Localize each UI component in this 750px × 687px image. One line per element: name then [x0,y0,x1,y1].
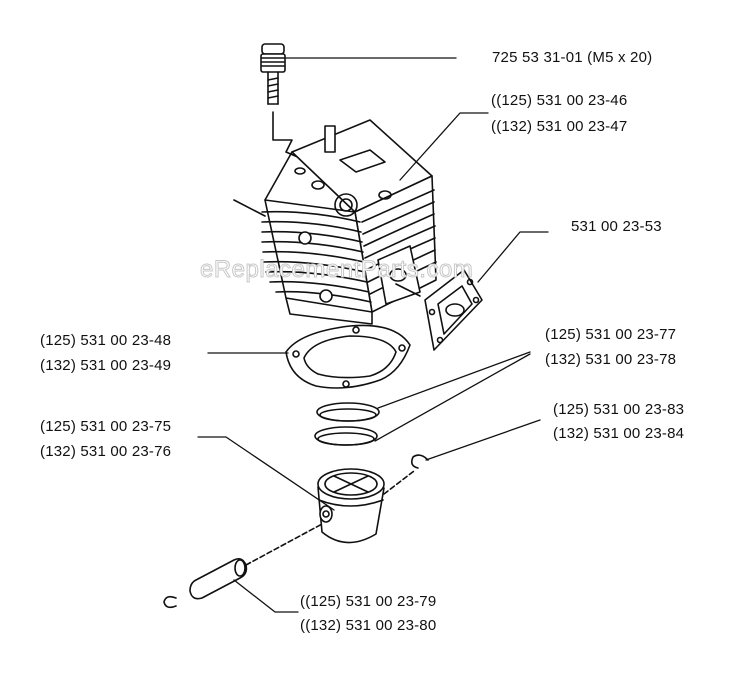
part-number-base-gasket-132: (132) 531 00 23-49 [40,357,172,374]
part-number-cylinder-132: ((132) 531 00 23-47 [491,118,628,135]
piston-illustration [317,468,415,544]
leader-ring-bottom [374,353,531,442]
part-number-cylinder-125: ((125) 531 00 23-46 [491,92,628,109]
exhaust-gasket-illustration [395,269,483,351]
leader-lines [197,57,549,613]
part-number-circlips-125: (125) 531 00 23-83 [553,401,685,418]
leader-cylinder [399,112,489,181]
part-number-rings-132: (132) 531 00 23-78 [545,351,677,368]
leader-piston [197,436,335,511]
leader-ring-top [377,351,531,409]
leader-piston-pin [233,579,299,613]
part-number-piston-125: (125) 531 00 23-75 [40,418,172,435]
part-number-pin-132: ((132) 531 00 23-80 [300,617,437,634]
piston-rings-illustration [314,402,380,446]
leader-exhaust-gasket [477,231,549,283]
part-number-screw: 725 53 31-01 (M5 x 20) [492,49,653,66]
part-number-pin-125: ((125) 531 00 23-79 [300,593,437,610]
screw-illustration [260,43,301,159]
circlip-right-illustration [411,454,429,469]
piston-pin-illustration [163,523,323,609]
part-number-exhaust-gasket: 531 00 23-53 [571,218,662,235]
leader-circlip [425,419,541,461]
cylinder-illustration [233,119,437,325]
watermark: eReplacementParts.com [199,256,474,284]
part-number-rings-125: (125) 531 00 23-77 [545,326,677,343]
part-number-base-gasket-125: (125) 531 00 23-48 [40,332,172,349]
part-number-circlips-132: (132) 531 00 23-84 [553,425,685,442]
part-number-piston-132: (132) 531 00 23-76 [40,443,172,460]
base-gasket-illustration [285,324,411,389]
